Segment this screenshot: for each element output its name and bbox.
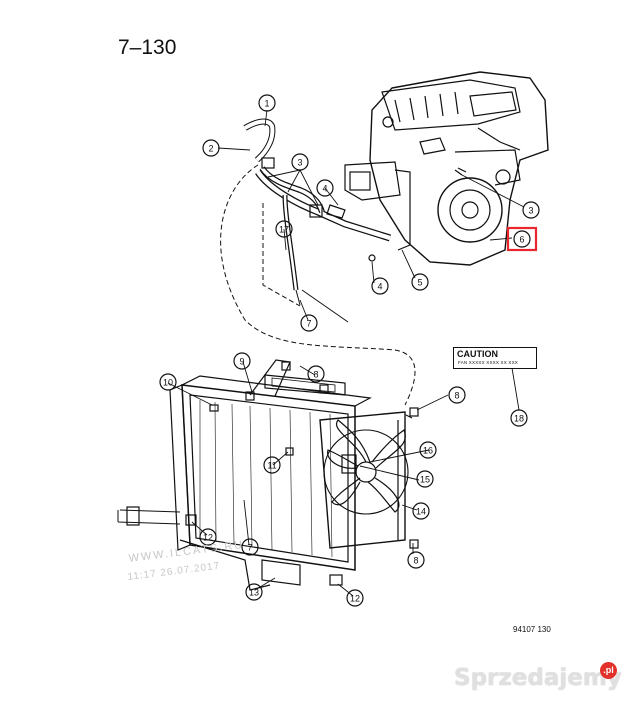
figure-code: 94107 130 (513, 625, 551, 634)
callout-8-b: 8 (448, 386, 466, 404)
svg-text:8: 8 (413, 556, 418, 566)
svg-text:9: 9 (239, 357, 244, 367)
svg-text:3: 3 (528, 206, 533, 216)
svg-text:12: 12 (350, 594, 360, 604)
caution-title: CAUTION (457, 349, 498, 359)
svg-text:6: 6 (519, 235, 524, 245)
radiator-hoses (243, 118, 392, 323)
svg-text:5: 5 (417, 278, 422, 288)
callout-3-a: 3 (291, 153, 309, 171)
callout-4-a: 4 (316, 179, 334, 197)
svg-text:13: 13 (249, 588, 259, 598)
svg-text:12: 12 (203, 533, 213, 543)
callout-3-b: 3 (522, 201, 540, 219)
svg-text:7: 7 (306, 319, 311, 329)
svg-text:3: 3 (0, 0, 5, 2)
callout-12-b: 12 (346, 589, 364, 607)
svg-text:8: 8 (454, 391, 459, 401)
svg-text:18: 18 (514, 414, 524, 424)
svg-text:4: 4 (377, 282, 382, 292)
svg-text:17: 17 (279, 225, 289, 235)
brand-watermark: Sprzedajemy (454, 665, 622, 691)
fan-assembly (209, 361, 419, 549)
callout-6-highlighted: 6 (506, 226, 538, 252)
callout-16: 16 (419, 441, 437, 459)
caution-text: FAN XXXXX XXXX XX XXX (458, 360, 518, 365)
svg-text:1: 1 (264, 99, 269, 109)
callout-1: 1 (258, 94, 276, 112)
callout-4-b: 4 (371, 277, 389, 295)
caution-label: CAUTION FAN XXXXX XXXX XX XXX (453, 347, 537, 369)
svg-text:11: 11 (267, 461, 276, 471)
page-number: 7–130 (118, 36, 177, 59)
callout-7-b: 7 (241, 538, 259, 556)
callout-14: 14 (412, 502, 430, 520)
callout-leaders (167, 109, 525, 597)
svg-text:14: 14 (416, 507, 426, 517)
callout-5: 5 (411, 273, 429, 291)
callout-13: 13 (245, 583, 263, 601)
callout-9: 9 (233, 352, 251, 370)
callout-8-c: 8 (407, 551, 425, 569)
callout-15: 15 (416, 470, 434, 488)
svg-text:8: 8 (313, 370, 318, 380)
callout-2: 2 (202, 139, 220, 157)
callout-17: 17 (275, 220, 293, 238)
svg-text:2: 2 (208, 144, 213, 154)
brand-badge-icon: .pl (600, 662, 617, 679)
svg-text:15: 15 (420, 475, 430, 485)
engine-block (344, 71, 549, 266)
svg-text:16: 16 (423, 446, 433, 456)
callout-18: 18 (510, 409, 528, 427)
callout-10: 10 (159, 373, 177, 391)
callout-11: 11 (263, 456, 281, 474)
callout-3-c: 3 (0, 0, 5, 2)
svg-text:10: 10 (163, 378, 173, 388)
callout-8-a: 8 (307, 365, 325, 383)
svg-text:4: 4 (322, 184, 327, 194)
svg-text:7: 7 (247, 543, 252, 553)
svg-text:3: 3 (297, 158, 302, 168)
callout-12-a: 12 (199, 528, 217, 546)
callout-7-a: 7 (300, 314, 318, 332)
dashed-guide-lines (220, 164, 416, 406)
